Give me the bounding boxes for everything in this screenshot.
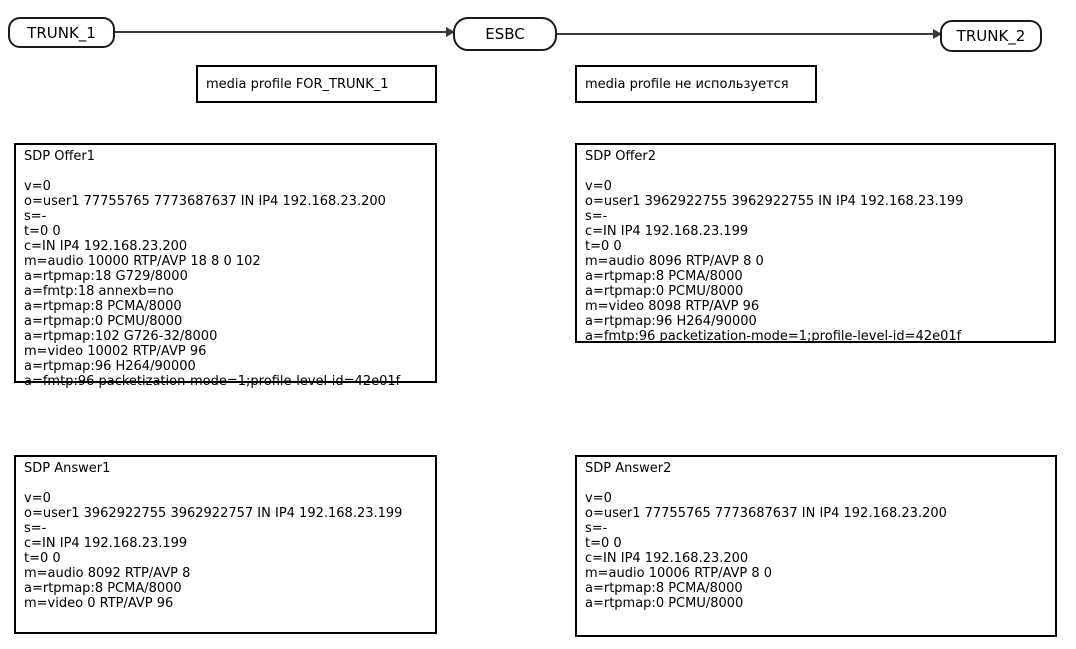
sdp-offer2-box: SDP Offer2 v=0 o=user1 3962922755 396292…: [575, 143, 1056, 344]
sdp-answer2-content: v=0 o=user1 77755765 7773687637 IN IP4 1…: [585, 491, 947, 611]
media-profile-label-trunk2-text: media profile не используется: [585, 76, 789, 92]
arrowhead-right-icon: [933, 29, 942, 39]
sdp-answer1-box: SDP Answer1 v=0 o=user1 3962922755 39629…: [14, 455, 437, 634]
sdp-answer1-content: v=0 o=user1 3962922755 3962922757 IN IP4…: [24, 491, 403, 611]
sdp-offer2-title: SDP Offer2: [585, 149, 657, 164]
node-esbc-label: ESBC: [485, 25, 525, 43]
media-profile-label-trunk1-text: media profile FOR_TRUNK_1: [206, 76, 389, 92]
sdp-answer1-title: SDP Answer1: [24, 461, 111, 476]
node-trunk-2: TRUNK_2: [940, 20, 1042, 52]
arrow-esbc-to-trunk2: [557, 29, 942, 39]
arrow-trunk1-to-esbc: [115, 27, 455, 37]
sdp-offer1-content: v=0 o=user1 77755765 7773687637 IN IP4 1…: [24, 179, 401, 389]
node-trunk-1-label: TRUNK_1: [27, 23, 96, 42]
sdp-offer1-title: SDP Offer1: [24, 149, 96, 164]
sdp-answer2-box: SDP Answer2 v=0 o=user1 77755765 7773687…: [575, 455, 1057, 637]
arrowhead-right-icon: [446, 27, 455, 37]
node-esbc: ESBC: [453, 17, 557, 51]
sdp-answer2-title: SDP Answer2: [585, 461, 672, 476]
sdp-offer1-box: SDP Offer1 v=0 o=user1 77755765 77736876…: [14, 143, 437, 389]
media-profile-label-trunk1: media profile FOR_TRUNK_1: [196, 65, 437, 103]
node-trunk-2-label: TRUNK_2: [956, 27, 1026, 45]
node-trunk-1: TRUNK_1: [8, 17, 115, 48]
media-profile-label-trunk2: media profile не используется: [575, 65, 817, 103]
sdp-offer2-content: v=0 o=user1 3962922755 3962922755 IN IP4…: [585, 179, 964, 344]
